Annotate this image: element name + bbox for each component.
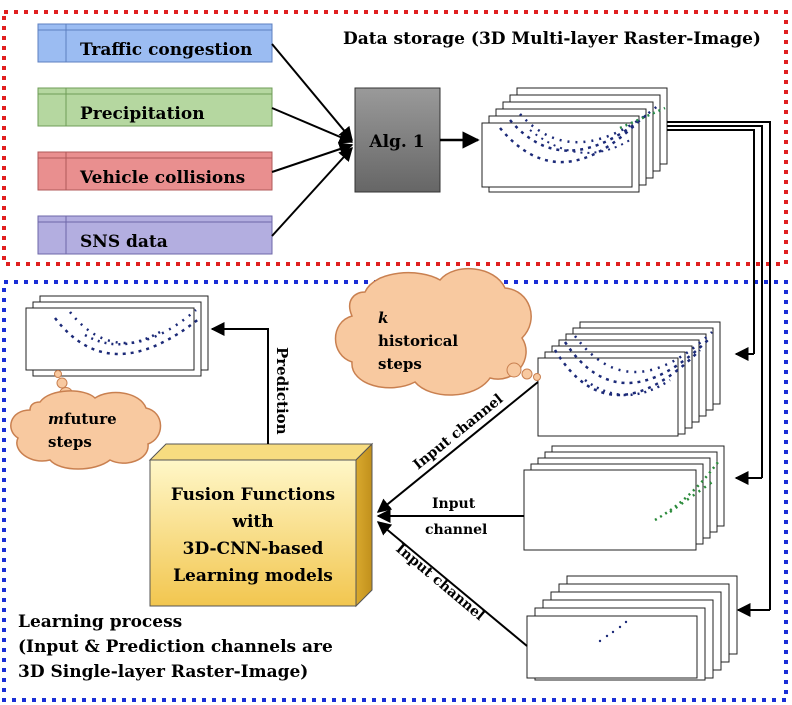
source-arrows (271, 43, 354, 237)
input-stack-historical-points (553, 331, 713, 397)
future-cloud: m future steps (10, 370, 162, 470)
prediction-arrow (210, 322, 269, 444)
input-stack-green (523, 445, 725, 551)
svg-text:m: m (48, 410, 64, 428)
input-channel-arrows (376, 381, 539, 647)
svg-text:steps: steps (378, 355, 422, 373)
svg-text:SNS data: SNS data (80, 232, 168, 252)
learning-title-line-3: 3D Single-layer Raster-Image) (18, 662, 308, 682)
svg-text:with: with (231, 512, 273, 532)
svg-text:Vehicle collisions: Vehicle collisions (79, 168, 245, 188)
fusion-functions-box: Fusion Functions with 3D-CNN-based Learn… (148, 442, 374, 608)
svg-text:Alg. 1: Alg. 1 (368, 132, 424, 152)
input-stack-historical (537, 321, 721, 437)
multilayer-raster-points (499, 103, 666, 164)
storage-region-border (2, 10, 788, 266)
svg-text:future: future (64, 410, 117, 428)
source-traffic-congestion: Traffic congestion (37, 23, 273, 63)
input-channel-label-1: Input channel (410, 391, 506, 473)
prediction-label: Prediction (273, 347, 291, 435)
source-vehicle-collisions: Vehicle collisions (37, 151, 273, 191)
learning-title-line-1: Learning process (18, 612, 182, 632)
multilayer-raster-stack (481, 87, 668, 193)
svg-text:steps: steps (48, 433, 92, 451)
history-cloud: k historical steps (334, 267, 541, 396)
input-channel-label-3: Input channel (392, 541, 487, 624)
algorithm-box: Alg. 1 (354, 87, 441, 193)
svg-text:3D-CNN-based: 3D-CNN-based (183, 539, 324, 559)
input-channel-label-2b: channel (425, 522, 487, 538)
svg-text:Precipitation: Precipitation (80, 104, 205, 124)
svg-text:Learning models: Learning models (173, 566, 333, 586)
output-stack-points (54, 309, 201, 356)
svg-text:Traffic congestion: Traffic congestion (80, 40, 252, 60)
learning-title-line-2: (Input & Prediction channels are (18, 637, 333, 657)
svg-text:k: k (378, 309, 388, 327)
storage-title: Data storage (3D Multi-layer Raster-Imag… (343, 29, 761, 49)
svg-text:historical: historical (378, 332, 458, 350)
input-stack-sparse-points (598, 620, 628, 643)
output-stack-prediction (25, 295, 209, 377)
source-precipitation: Precipitation (37, 87, 273, 127)
input-stack-sparse (526, 575, 738, 681)
input-channel-label-2a: Input (432, 496, 476, 512)
source-sns-data: SNS data (37, 215, 273, 255)
svg-text:Fusion Functions: Fusion Functions (171, 485, 335, 505)
bus-connectors (667, 121, 771, 617)
